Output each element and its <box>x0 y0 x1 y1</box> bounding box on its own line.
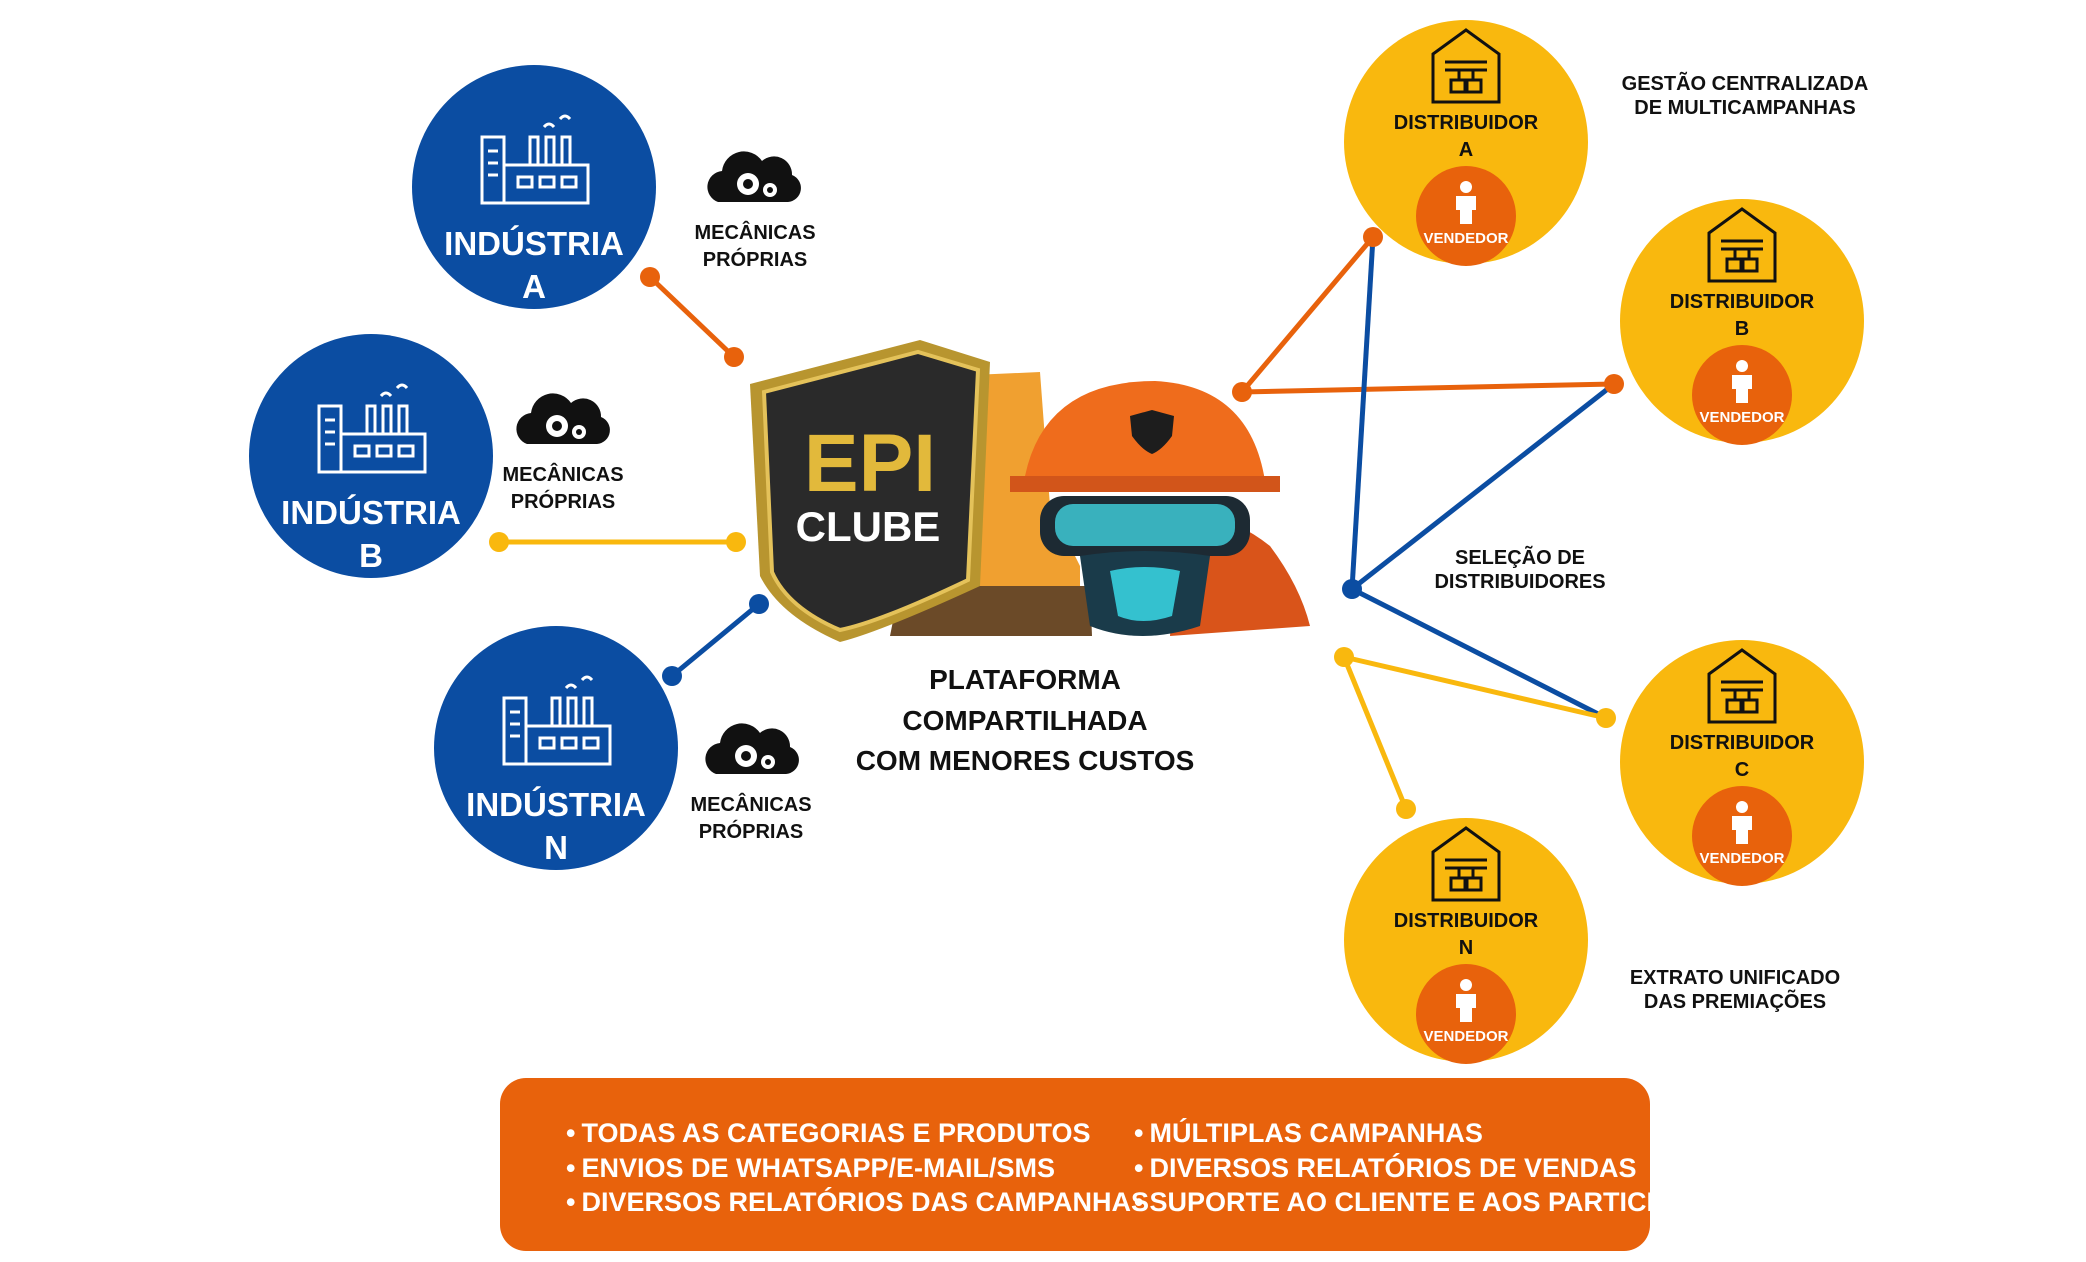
logo-epi-text: EPI <box>804 418 936 509</box>
seller-label: VENDEDOR <box>1423 230 1509 247</box>
feature-item: DIVERSOS RELATÓRIOS DE VENDAS <box>1134 1151 1762 1186</box>
distributor-title: DISTRIBUIDOR <box>1669 732 1815 754</box>
warehouse-icon <box>1707 648 1777 724</box>
feature-item: TODAS AS CATEGORIAS E PRODUTOS <box>566 1116 1149 1151</box>
factory-icon <box>480 114 590 205</box>
note-gestao: GESTÃO CENTRALIZADA <box>1621 73 1869 95</box>
distributor-title: DISTRIBUIDOR <box>1393 910 1539 932</box>
features-banner: TODAS AS CATEGORIAS E PRODUTOS ENVIOS DE… <box>500 1078 1762 1251</box>
distributor-letter: A <box>1458 139 1474 161</box>
person-icon <box>1732 801 1752 844</box>
distributor-letter: N <box>1458 937 1474 959</box>
distributor-title: DISTRIBUIDOR <box>1393 112 1539 134</box>
note-extrato: EXTRATO UNIFICADO <box>1629 967 1841 989</box>
industry-title: INDÚSTRIA <box>444 225 624 262</box>
industry-letter: B <box>359 536 383 574</box>
seller-label: VENDEDOR <box>1699 409 1785 426</box>
mech-label: MECÂNICAS <box>690 794 812 816</box>
industry-letter: N <box>544 828 568 866</box>
feature-item: DIVERSOS RELATÓRIOS DAS CAMPANHAS <box>566 1185 1149 1220</box>
distributor-letter: B <box>1734 318 1750 340</box>
cloud-gears-icon <box>705 723 799 774</box>
mech-label: MECÂNICAS <box>694 222 816 244</box>
seller-badge: VENDEDOR <box>1416 166 1516 266</box>
industry-title: INDÚSTRIA <box>466 786 646 823</box>
note-selecao: DISTRIBUIDORES <box>1434 571 1606 593</box>
logo-clube-text: CLUBE <box>796 503 941 550</box>
note-selecao: SELEÇÃO DE <box>1454 547 1586 569</box>
factory-icon <box>317 383 427 474</box>
distributor-a-node: DISTRIBUIDOR A VENDEDOR <box>1344 20 1588 266</box>
person-icon <box>1456 181 1476 224</box>
seller-badge: VENDEDOR <box>1692 786 1792 886</box>
feature-item: SUPORTE AO CLIENTE E AOS PARTICIPANTES <box>1134 1185 1761 1220</box>
mech-label: PRÓPRIAS <box>702 249 808 271</box>
warehouse-icon <box>1431 28 1501 104</box>
mech-label: PRÓPRIAS <box>698 821 804 843</box>
feature-item: ENVIOS DE WHATSAPP/E-MAIL/SMS <box>566 1151 1149 1186</box>
person-icon <box>1732 360 1752 403</box>
seller-label: VENDEDOR <box>1699 850 1785 867</box>
distributor-n-node: DISTRIBUIDOR N VENDEDOR <box>1344 818 1588 1064</box>
industry-title: INDÚSTRIA <box>281 494 461 531</box>
industry-b-node: INDÚSTRIA B <box>249 334 493 578</box>
note-gestao: DE MULTICAMPANHAS <box>1634 97 1856 119</box>
industry-a-connector <box>640 267 744 367</box>
mech-label: MECÂNICAS <box>502 464 624 486</box>
seller-badge: VENDEDOR <box>1416 964 1516 1064</box>
industry-n-node: INDÚSTRIA N <box>434 626 678 870</box>
industry-b-connector <box>489 532 746 552</box>
cloud-gears-icon <box>516 393 610 444</box>
platform-title-line1: PLATAFORMA COMPARTILHADA <box>902 664 1148 736</box>
epi-clube-logo: EPI CLUBE <box>750 340 1310 642</box>
factory-icon <box>502 675 612 766</box>
industry-a-node: INDÚSTRIA A <box>412 65 656 309</box>
seller-badge: VENDEDOR <box>1692 345 1792 445</box>
mech-label: PRÓPRIAS <box>510 491 616 513</box>
warehouse-icon <box>1431 826 1501 902</box>
distributor-connectors <box>1232 227 1624 819</box>
distributor-b-node: DISTRIBUIDOR B VENDEDOR <box>1620 199 1864 445</box>
distributor-c-node: DISTRIBUIDOR C VENDEDOR <box>1620 640 1864 886</box>
distributor-letter: C <box>1734 759 1750 781</box>
note-extrato: DAS PREMIAÇÕES <box>1643 991 1827 1013</box>
feature-item: MÚLTIPLAS CAMPANHAS <box>1134 1116 1762 1151</box>
seller-label: VENDEDOR <box>1423 1028 1509 1045</box>
industry-letter: A <box>522 267 546 305</box>
person-icon <box>1456 979 1476 1022</box>
platform-title-line2: COM MENORES CUSTOS <box>855 745 1195 777</box>
distributor-title: DISTRIBUIDOR <box>1669 291 1815 313</box>
industry-n-connector <box>662 594 769 686</box>
warehouse-icon <box>1707 207 1777 283</box>
cloud-gears-icon <box>707 151 801 202</box>
